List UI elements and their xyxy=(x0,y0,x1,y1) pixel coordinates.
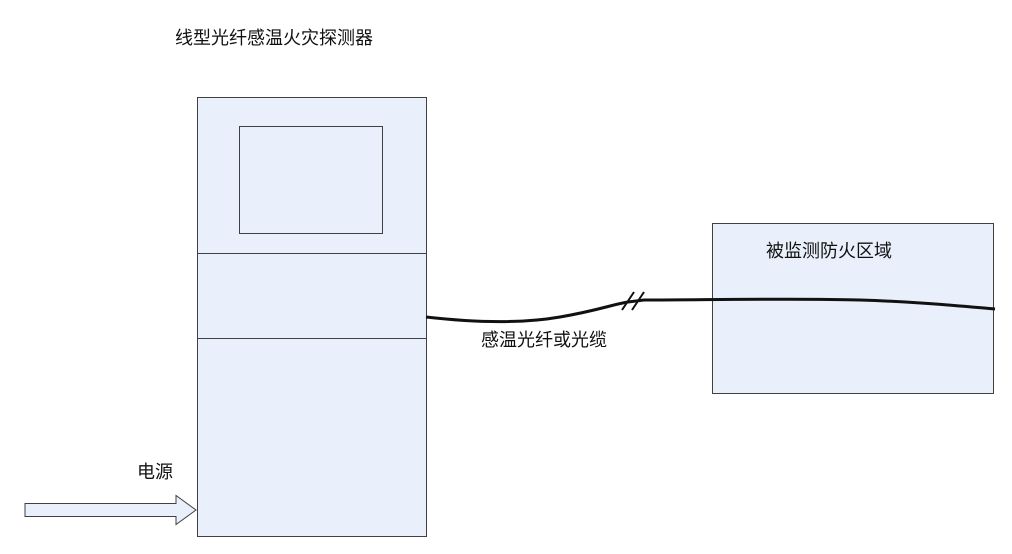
cabinet-middle-panel xyxy=(197,253,427,339)
display-screen xyxy=(239,126,383,234)
cabinet-lower-panel xyxy=(197,338,427,537)
sensing-cable-line xyxy=(425,297,996,323)
detector-title: 线型光纤感温火灾探测器 xyxy=(175,28,373,49)
power-label: 电源 xyxy=(137,462,173,483)
detector-cabinet xyxy=(197,97,427,537)
cable-label: 感温光纤或光缆 xyxy=(481,330,607,351)
monitored-zone-box xyxy=(712,223,994,394)
zone-label: 被监测防火区域 xyxy=(766,241,892,262)
power-arrow-icon xyxy=(24,494,197,526)
cable-break-mark xyxy=(621,291,645,311)
